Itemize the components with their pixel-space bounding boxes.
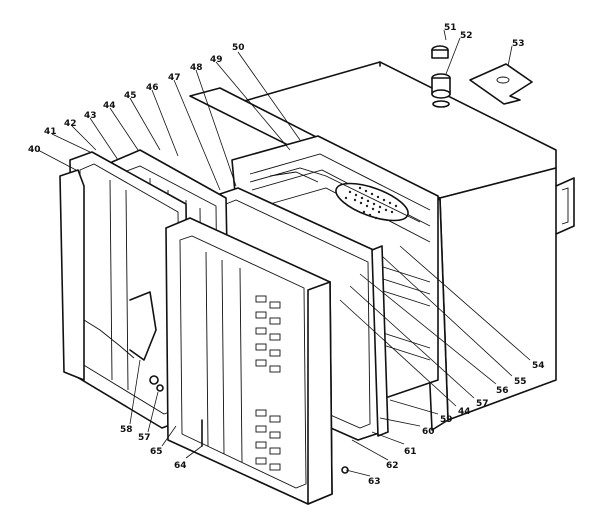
callout-51: 51 (444, 23, 457, 33)
leader-lines (37, 29, 531, 477)
vent-perforations (344, 186, 398, 220)
callout-62: 62 (386, 461, 399, 471)
callout-65: 65 (150, 447, 163, 457)
front-control-door (165, 217, 349, 505)
callout-42: 42 (64, 119, 77, 129)
callout-64: 64 (174, 461, 187, 471)
callout-57-right: 57 (476, 399, 489, 409)
callout-47: 47 (168, 73, 181, 83)
callout-43: 43 (84, 111, 97, 121)
callout-41: 41 (44, 127, 57, 137)
callout-46: 46 (146, 83, 159, 93)
callout-45: 45 (124, 91, 137, 101)
top-fittings (431, 45, 533, 108)
callout-44-right: 44 (458, 407, 471, 417)
callout-54: 54 (532, 361, 545, 371)
callout-60: 60 (422, 427, 435, 437)
callout-58: 58 (120, 425, 133, 435)
callout-48: 48 (190, 63, 203, 73)
callout-44: 44 (103, 101, 116, 111)
callout-49: 49 (210, 55, 223, 65)
front-face-panel (59, 169, 85, 381)
callout-63: 63 (368, 477, 381, 487)
callout-40: 40 (28, 145, 41, 155)
callout-56: 56 (496, 386, 509, 396)
callout-55: 55 (514, 377, 527, 387)
callout-61: 61 (404, 447, 417, 457)
callout-59: 59 (440, 415, 453, 425)
callout-50: 50 (232, 43, 245, 53)
control-keypad (255, 295, 281, 471)
callout-57-left: 57 (138, 433, 151, 443)
seal-strip (371, 245, 389, 437)
callout-52: 52 (460, 31, 473, 41)
callout-labels: 40 41 42 43 44 45 46 47 48 49 50 51 52 5… (28, 23, 545, 487)
callout-53: 53 (512, 39, 525, 49)
